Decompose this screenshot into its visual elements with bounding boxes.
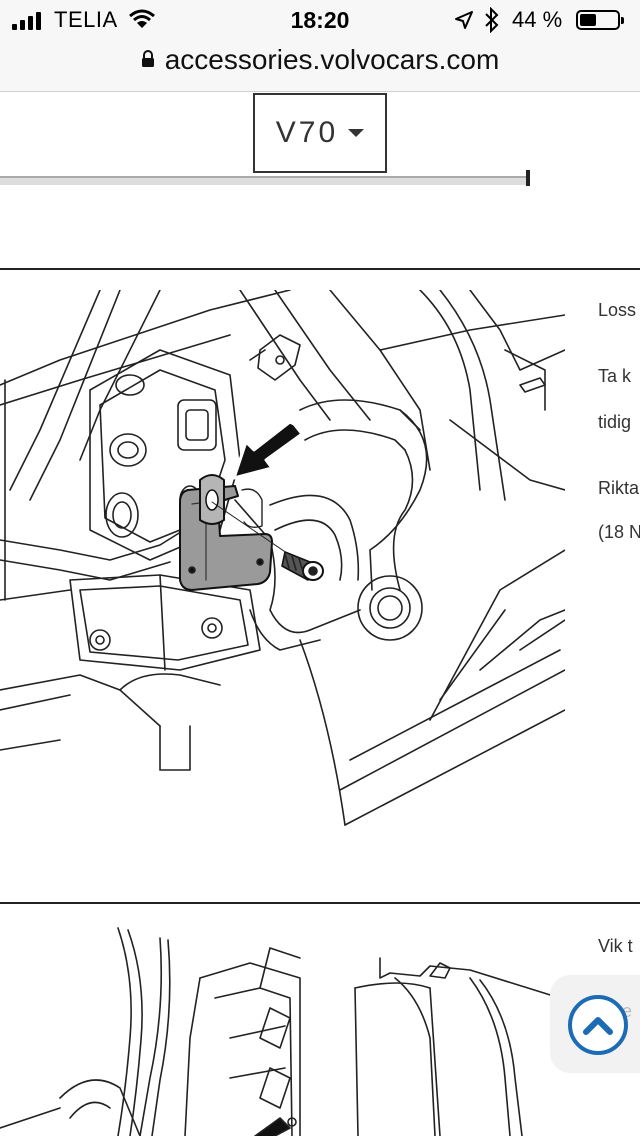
model-selector-value: V70 — [275, 116, 339, 149]
scroll-top-circle[interactable] — [568, 995, 628, 1055]
step-3-text-line-1: Rikta — [598, 478, 640, 498]
bluetooth-icon — [485, 7, 499, 33]
progress-track — [0, 176, 530, 185]
step-2-text-line-1: Ta k — [598, 366, 632, 386]
arrow-icon — [232, 420, 302, 480]
step-1-text: Loss — [598, 300, 637, 320]
url-text: accessories.volvocars.com — [164, 44, 500, 75]
step-4-text: Vik t — [598, 936, 633, 956]
address-bar[interactable]: accessories.volvocars.com — [0, 40, 640, 92]
scroll-to-top-button[interactable]: Ta e — [550, 975, 640, 1073]
caret-down-icon — [348, 129, 365, 137]
section-divider — [0, 902, 640, 904]
section-divider — [0, 268, 640, 270]
battery-percent: 44 % — [512, 7, 563, 32]
status-bar: TELIA 18:20 44 % — [0, 0, 640, 40]
model-selector[interactable]: V70 — [253, 93, 387, 173]
signal-icon — [12, 12, 48, 30]
step-2-text-line-2: tidig — [598, 412, 632, 432]
step-illustration-1 — [0, 290, 565, 830]
carrier-name: TELIA — [54, 7, 118, 32]
progress-track-end — [526, 170, 530, 186]
location-icon — [455, 11, 473, 29]
step-illustration-2 — [0, 918, 565, 1136]
lock-icon — [141, 49, 154, 67]
wifi-icon — [129, 9, 155, 28]
battery-icon — [576, 10, 624, 30]
step-3-text-line-2: (18 N — [598, 522, 640, 542]
clock: 18:20 — [290, 7, 350, 33]
chevron-up-icon — [583, 1017, 613, 1035]
